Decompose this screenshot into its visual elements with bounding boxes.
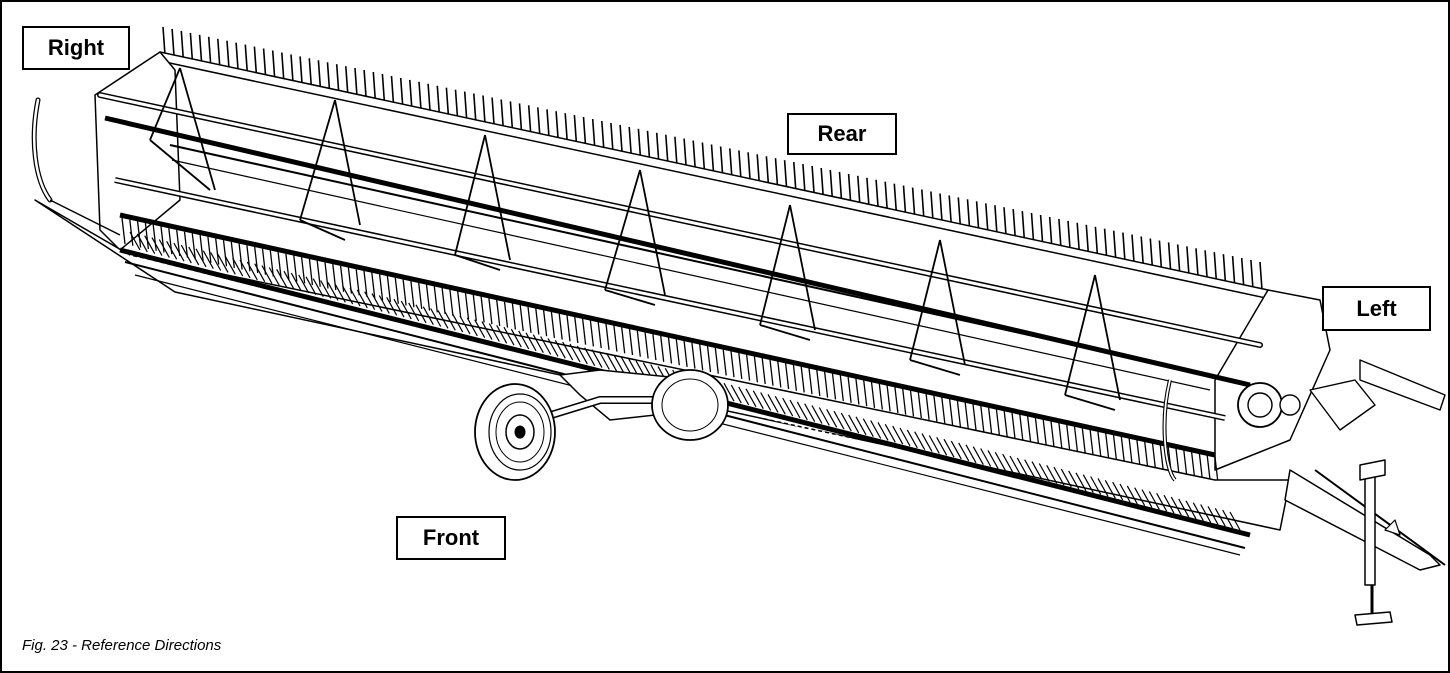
label-right: Right bbox=[22, 26, 130, 70]
label-left-text: Left bbox=[1356, 295, 1397, 321]
label-front-text: Front bbox=[422, 525, 480, 550]
label-left: Left bbox=[1322, 286, 1431, 331]
reel-tines-rear bbox=[162, 26, 1263, 291]
transport-wheels bbox=[474, 369, 729, 481]
hose bbox=[31, 97, 1177, 482]
label-right-text: Right bbox=[47, 35, 105, 60]
label-front: Front bbox=[396, 516, 506, 560]
reel-tines-front bbox=[121, 217, 1219, 484]
label-rear-text: Rear bbox=[817, 121, 867, 146]
reel-frame bbox=[94, 51, 1331, 471]
label-rear: Rear bbox=[787, 113, 897, 155]
figure-caption: Fig. 23 - Reference Directions bbox=[22, 637, 222, 654]
hitch-and-jack bbox=[1237, 359, 1446, 626]
